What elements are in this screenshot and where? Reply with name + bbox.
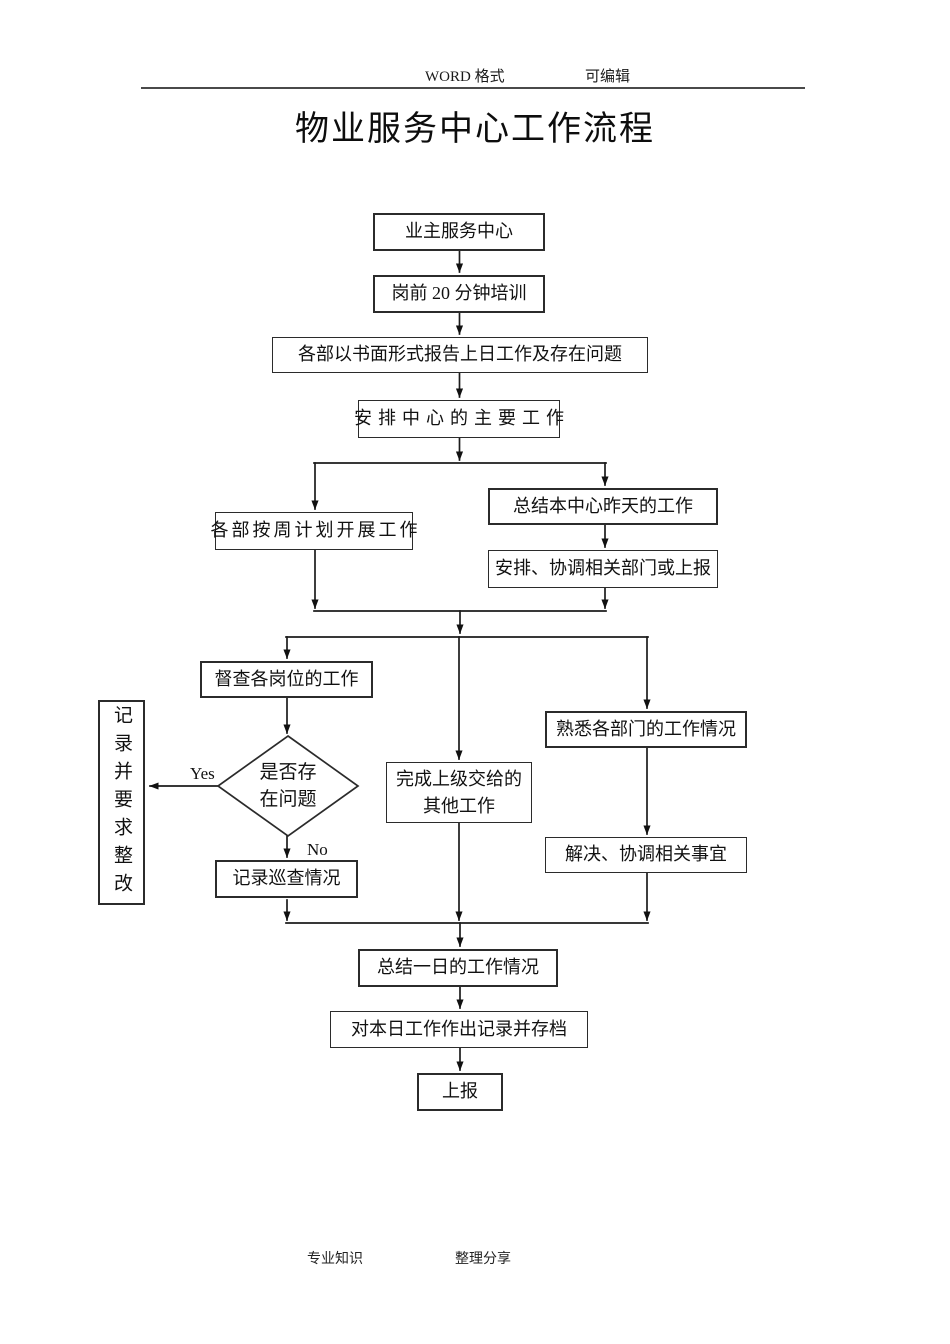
edge-label-yes: Yes [190, 764, 215, 783]
page-title: 物业服务中心工作流程 [295, 111, 655, 148]
header-word-format-label: WORD 格式 [425, 69, 505, 85]
edge-label-no: No [307, 840, 328, 859]
node-supervise-posts: 督查各岗位的工作 [200, 661, 373, 698]
node-problem-decision: 是否存 在问题 [218, 745, 358, 827]
node-record-and-rectify-label: 记录并要求整改 [111, 704, 132, 901]
node-record-archive: 对本日工作作出记录并存档 [330, 1011, 588, 1048]
complete-other-work-line-2: 其他工作 [423, 795, 495, 816]
node-written-report: 各部以书面形式报告上日工作及存在问题 [272, 337, 648, 373]
node-familiar-departments: 熟悉各部门的工作情况 [545, 711, 747, 748]
node-owner-service-center: 业主服务中心 [373, 213, 545, 251]
node-report-up: 上报 [417, 1073, 503, 1111]
header-divider [141, 87, 805, 90]
node-record-inspection: 记录巡查情况 [215, 860, 358, 898]
footer-left-label: 专业知识 [307, 1252, 363, 1267]
decision-diamond-shape [216, 734, 360, 838]
node-summarize-day: 总结一日的工作情况 [358, 949, 558, 987]
decision-line-2: 在问题 [259, 789, 317, 810]
node-coordinate-departments: 安排、协调相关部门或上报 [488, 550, 718, 588]
node-arrange-main-work: 安排中心的主要工作 [354, 400, 564, 438]
decision-line-1: 是否存 [259, 762, 317, 783]
node-complete-other-work: 完成上级交给的 其他工作 [386, 762, 532, 823]
node-record-and-rectify: 记录并要求整改 [98, 700, 145, 905]
footer-right-label: 整理分享 [455, 1252, 511, 1267]
node-summarize-yesterday: 总结本中心昨天的工作 [488, 488, 718, 525]
complete-other-work-line-1: 完成上级交给的 [396, 768, 522, 789]
node-resolve-coordinate: 解决、协调相关事宜 [545, 837, 747, 873]
header-editable-label: 可编辑 [585, 69, 631, 85]
node-weekly-plan-work: 各部按周计划开展工作 [211, 512, 418, 550]
node-pre-shift-training: 岗前 20 分钟培训 [373, 275, 545, 313]
